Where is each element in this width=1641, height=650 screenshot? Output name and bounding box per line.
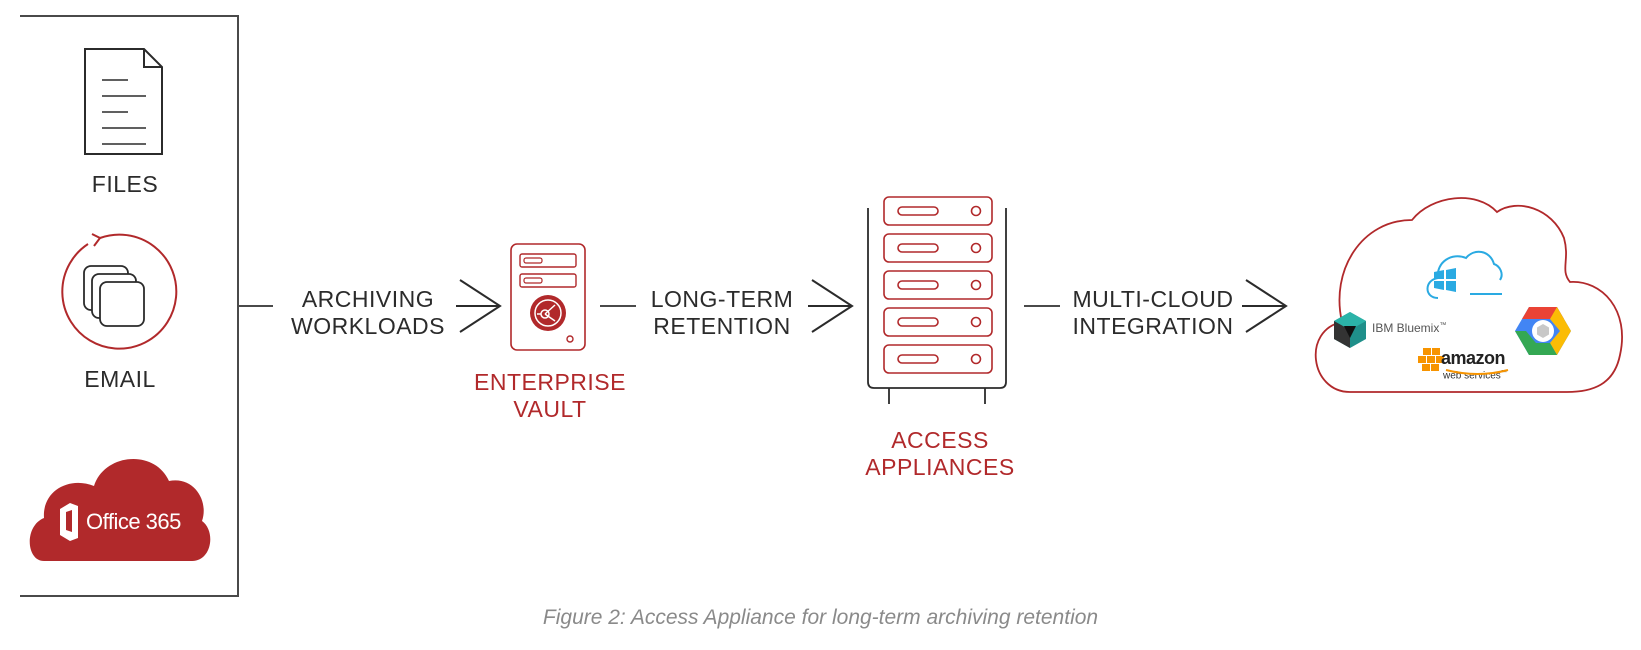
email-archive-icon	[61, 233, 178, 350]
access-appliances-rack-icon	[867, 196, 1007, 404]
multicloud-line-2: INTEGRATION	[1072, 313, 1234, 339]
connector-line	[1024, 305, 1060, 307]
arrow-right-icon	[456, 279, 502, 333]
aws-cubes-icon	[1418, 348, 1444, 371]
aws-web-services-text: web services	[1443, 370, 1501, 382]
vault-line-1: ENTERPRISE	[474, 369, 626, 395]
email-label: EMAIL	[84, 366, 156, 392]
aws-web-services-line: web services™	[1441, 366, 1507, 383]
google-cloud-icon	[1515, 307, 1571, 355]
amazon-text: amazon	[1441, 348, 1506, 368]
office365-label: Office 365	[86, 509, 181, 534]
amazon-smile-icon	[1445, 369, 1509, 375]
document-icon	[84, 48, 163, 155]
aws-label: amazon web services™	[1441, 348, 1507, 383]
appliances-line-1: ACCESS	[891, 427, 989, 453]
vault-line-2: VAULT	[513, 396, 587, 422]
enterprise-vault-server-icon	[510, 243, 586, 351]
enterprise-vault-label: ENTERPRISE VAULT	[460, 369, 640, 423]
aws-tm-mark: ™	[1500, 370, 1507, 376]
arrow-right-icon	[808, 279, 854, 333]
ibm-bluemix-icon	[1334, 312, 1366, 348]
archiving-line-2: WORKLOADS	[290, 313, 446, 339]
archiving-line-1: ARCHIVING	[301, 286, 435, 312]
connector-line	[600, 305, 636, 307]
archiving-workloads-label: ARCHIVING WORKLOADS	[284, 286, 452, 340]
appliances-line-2: APPLIANCES	[865, 454, 1015, 480]
arrow-right-icon	[1242, 279, 1288, 333]
access-appliances-label: ACCESS APPLIANCES	[840, 427, 1040, 481]
connector-line	[238, 305, 273, 307]
ibm-bluemix-text: IBM Bluemix	[1372, 321, 1440, 335]
ibm-bluemix-label: IBM Bluemix™	[1372, 321, 1446, 335]
multi-cloud-integration-label: MULTI-CLOUD INTEGRATION	[1058, 286, 1248, 340]
long-term-retention-label: LONG-TERM RETENTION	[637, 286, 807, 340]
office365-cloud-icon	[29, 458, 211, 561]
retention-line-2: RETENTION	[653, 313, 791, 339]
azure-windows-cloud-icon	[1426, 250, 1503, 299]
ibm-tm-mark: ™	[1439, 322, 1447, 329]
figure-caption: Figure 2: Access Appliance for long-term…	[542, 606, 1099, 629]
multicloud-line-1: MULTI-CLOUD	[1072, 286, 1234, 312]
retention-line-1: LONG-TERM	[650, 286, 794, 312]
files-label: FILES	[91, 171, 159, 197]
